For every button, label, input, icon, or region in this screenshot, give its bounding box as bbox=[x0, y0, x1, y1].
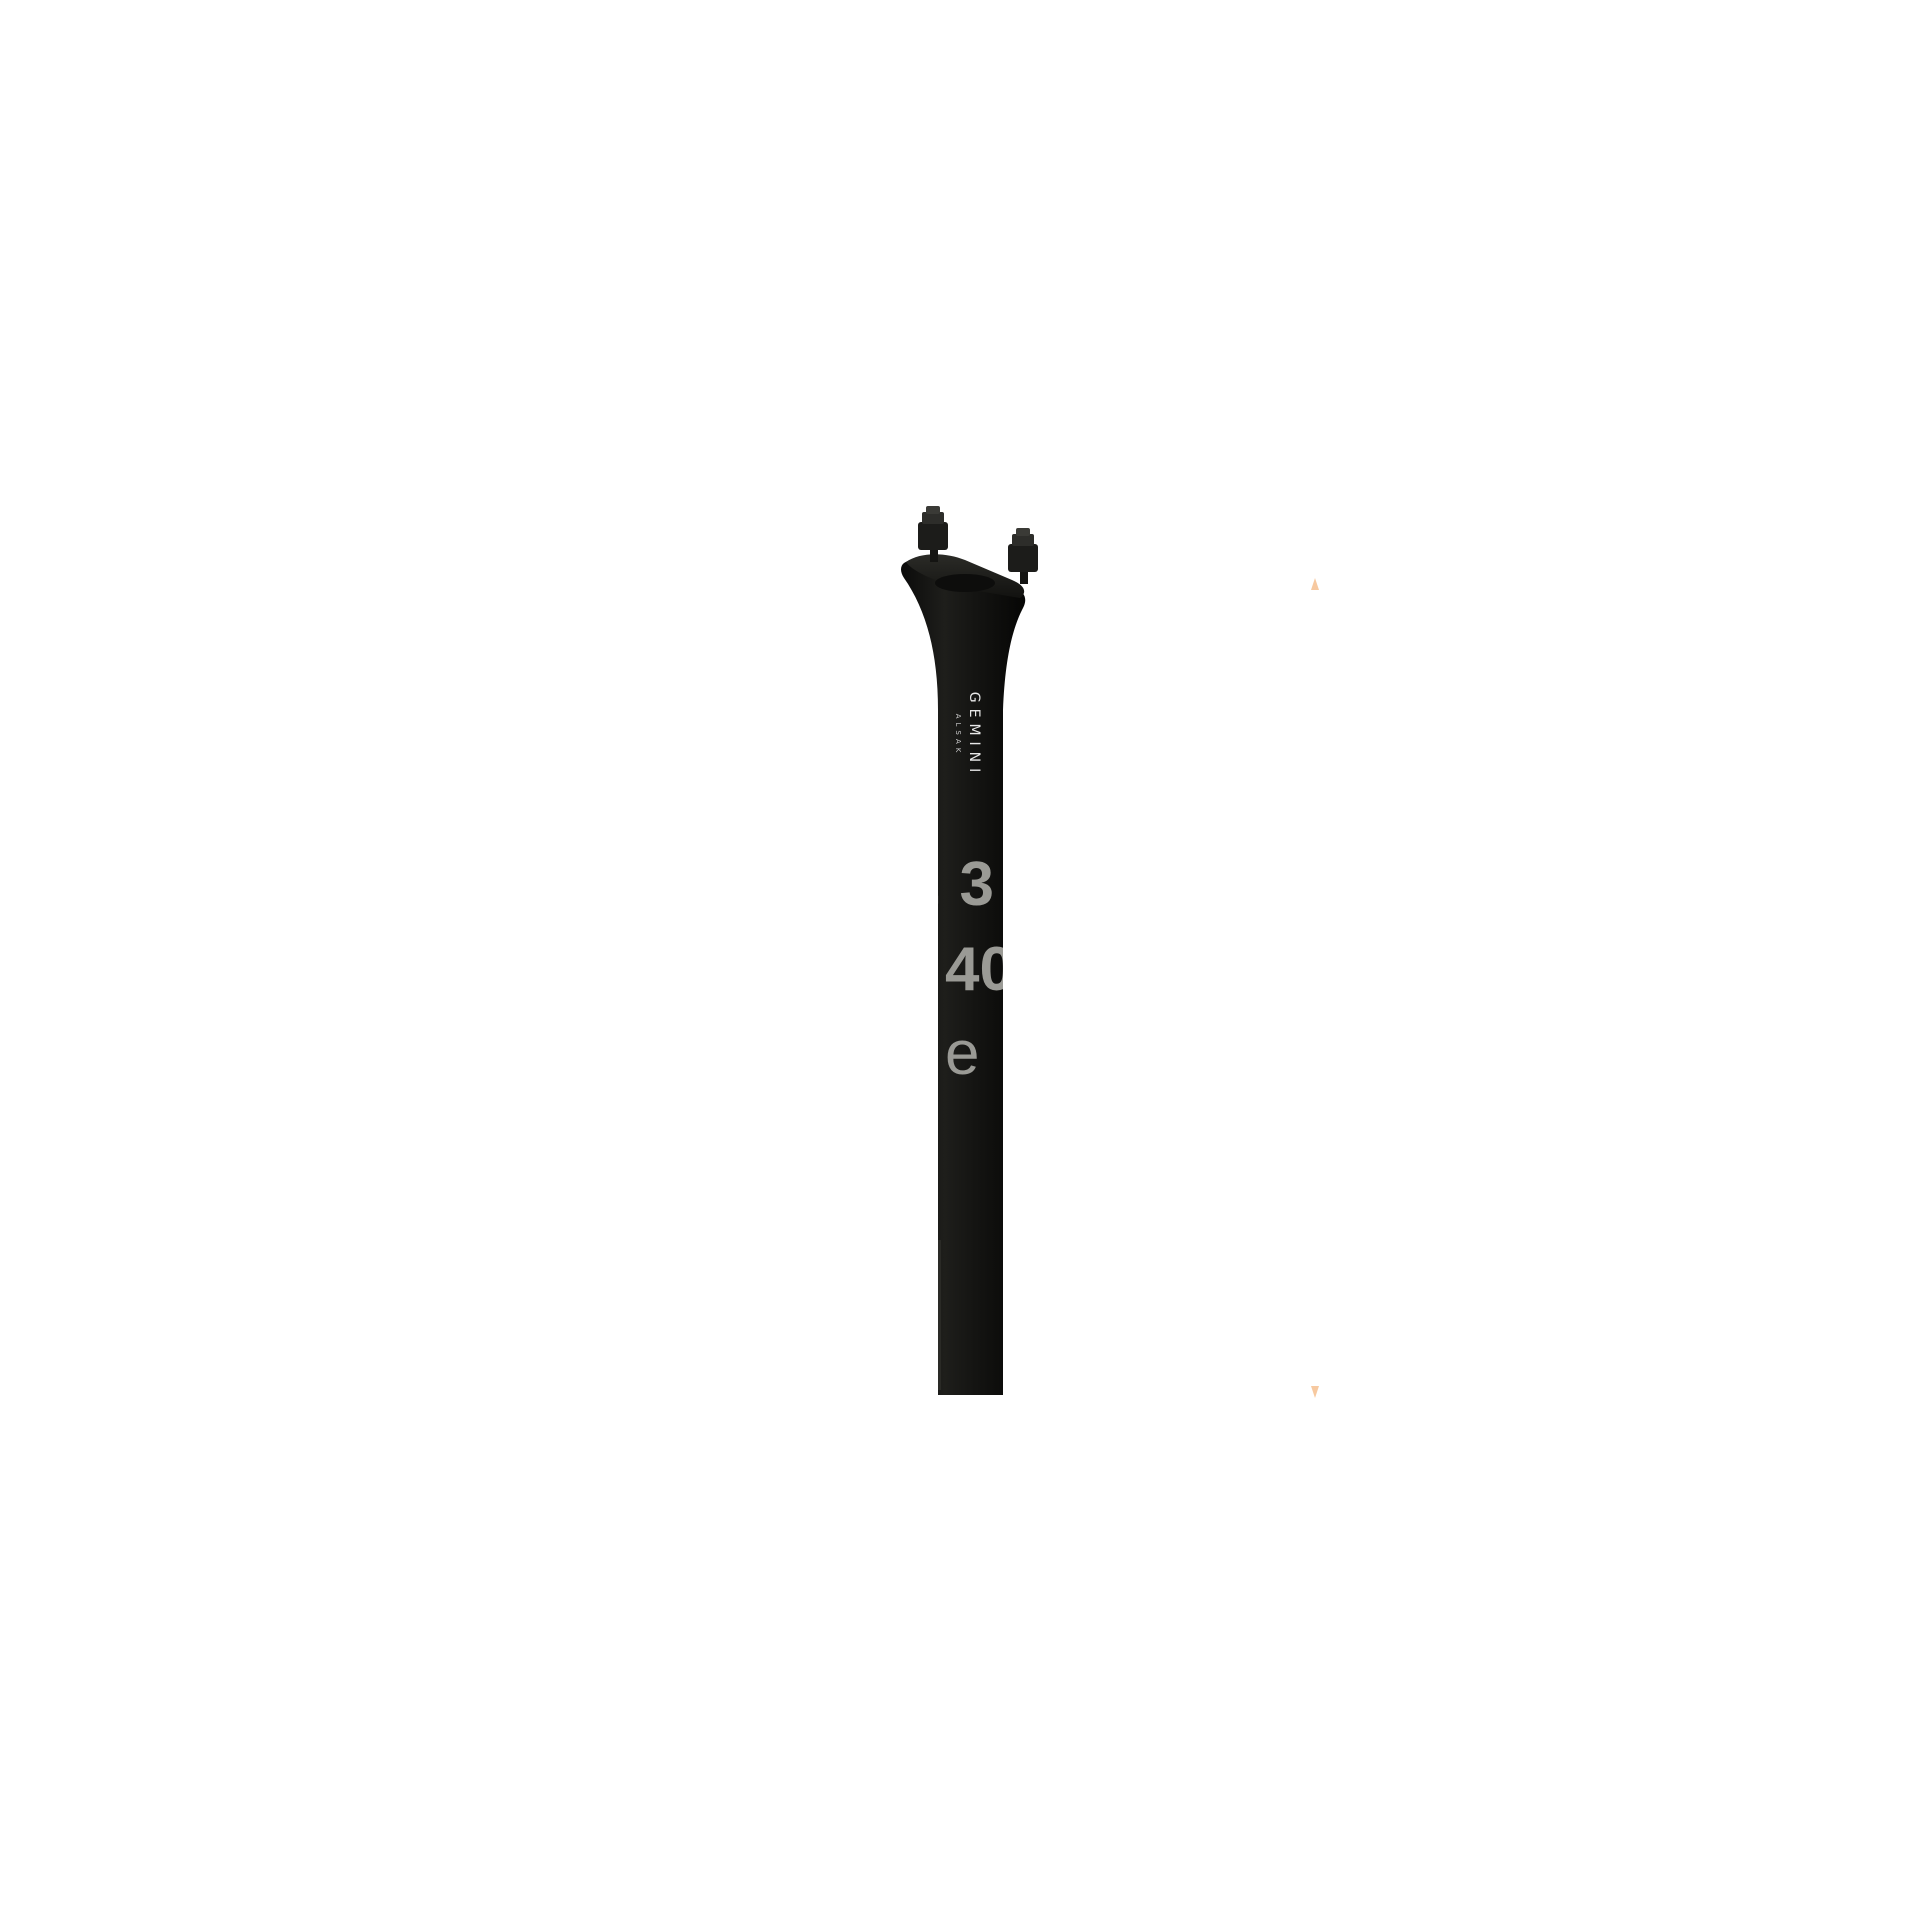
brand-logo-subtext: ALSAK bbox=[954, 714, 962, 757]
insertion-marks bbox=[938, 1240, 941, 1390]
seatpost-body bbox=[901, 558, 1026, 1395]
overlay-text-line-1: , 3 bbox=[925, 850, 994, 919]
seatpost-head-slot bbox=[935, 574, 995, 592]
overlay-text-line-3: e bbox=[945, 1019, 979, 1088]
clamp-left bbox=[918, 506, 948, 562]
brand-logo-text: GEMINI bbox=[966, 692, 982, 779]
seatpost bbox=[901, 554, 1026, 1395]
clamp-right bbox=[1008, 528, 1038, 584]
overlay-text-line-2: 40 bbox=[945, 935, 1014, 1004]
vertical-dimension-line-icon bbox=[1311, 578, 1319, 1398]
